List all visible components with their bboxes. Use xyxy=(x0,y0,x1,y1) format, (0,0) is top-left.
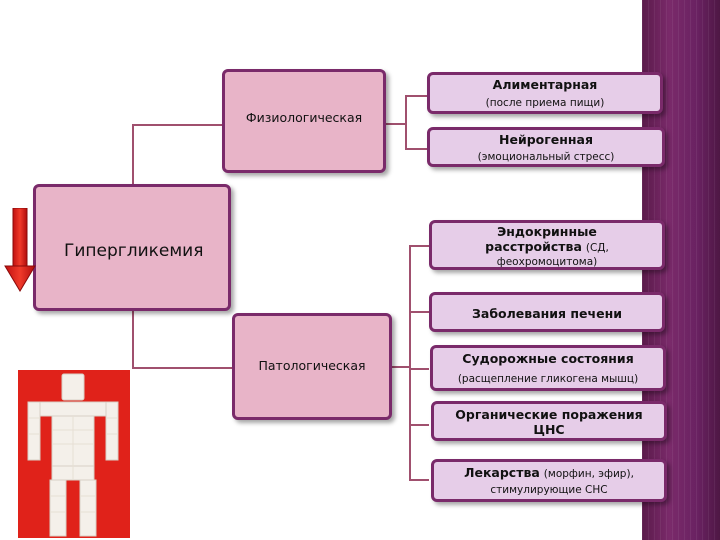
physiological-label: Физиологическая xyxy=(245,110,363,125)
drugs-detail: стимулирующие СНС xyxy=(490,484,608,496)
pathological-label: Патологическая xyxy=(258,358,366,373)
connector-line xyxy=(409,245,429,247)
convulsion-box: Судорожные состояния (расщепление гликог… xyxy=(430,345,666,391)
liver-box: Заболевания печени xyxy=(429,292,665,332)
sugar-cube-figure-image xyxy=(18,370,130,538)
cns-title: Органические поражения xyxy=(455,407,643,422)
alimentary-title: Алиментарная xyxy=(492,77,598,92)
connector-line xyxy=(132,124,134,184)
drugs-detail-inline: (морфин, эфир), xyxy=(543,468,634,480)
endocrine-title: Эндокринные xyxy=(497,224,597,239)
connector-line xyxy=(392,366,410,368)
connector-line xyxy=(405,95,427,97)
drugs-line1: Лекарства (морфин, эфир), xyxy=(434,465,664,480)
liver-title: Заболевания печени xyxy=(472,306,622,321)
connector-line xyxy=(405,95,407,150)
endocrine-title2: расстройства xyxy=(485,239,582,254)
convulsion-title: Судорожные состояния xyxy=(462,351,634,366)
root-box: Гипергликемия xyxy=(33,184,231,311)
connector-line xyxy=(386,123,406,125)
physiological-box: Физиологическая xyxy=(222,69,386,173)
connector-line xyxy=(132,311,134,369)
neurogenic-title: Нейрогенная xyxy=(499,132,593,147)
red-down-arrow-icon xyxy=(4,208,36,292)
connector-line xyxy=(132,367,232,369)
endocrine-box: Эндокринные расстройства (СД, феохромоци… xyxy=(429,220,665,270)
connector-line xyxy=(409,424,429,426)
drugs-box: Лекарства (морфин, эфир), стимулирующие … xyxy=(431,459,667,502)
connector-line xyxy=(409,311,429,313)
endocrine-detail: феохромоцитома) xyxy=(496,256,598,268)
neurogenic-box: Нейрогенная (эмоциональный стресс) xyxy=(427,127,665,167)
connector-line xyxy=(409,368,429,370)
connector-line xyxy=(409,245,411,481)
alimentary-detail: (после приема пищи) xyxy=(485,97,605,109)
cns-title2: ЦНС xyxy=(533,422,565,437)
neurogenic-detail: (эмоциональный стресс) xyxy=(477,151,615,163)
connector-line xyxy=(405,148,427,150)
root-label: Гипергликемия xyxy=(64,241,204,261)
endocrine-detail-inline: (СД, xyxy=(585,242,609,254)
cns-box: Органические поражения ЦНС xyxy=(431,401,667,441)
pathological-box: Патологическая xyxy=(232,313,392,420)
drugs-title: Лекарства xyxy=(464,465,540,480)
convulsion-detail: (расщепление гликогена мышц) xyxy=(457,373,639,385)
alimentary-box: Алиментарная (после приема пищи) xyxy=(427,72,663,114)
connector-line xyxy=(132,124,224,126)
endocrine-line2: расстройства (СД, xyxy=(432,239,662,254)
connector-line xyxy=(409,479,429,481)
